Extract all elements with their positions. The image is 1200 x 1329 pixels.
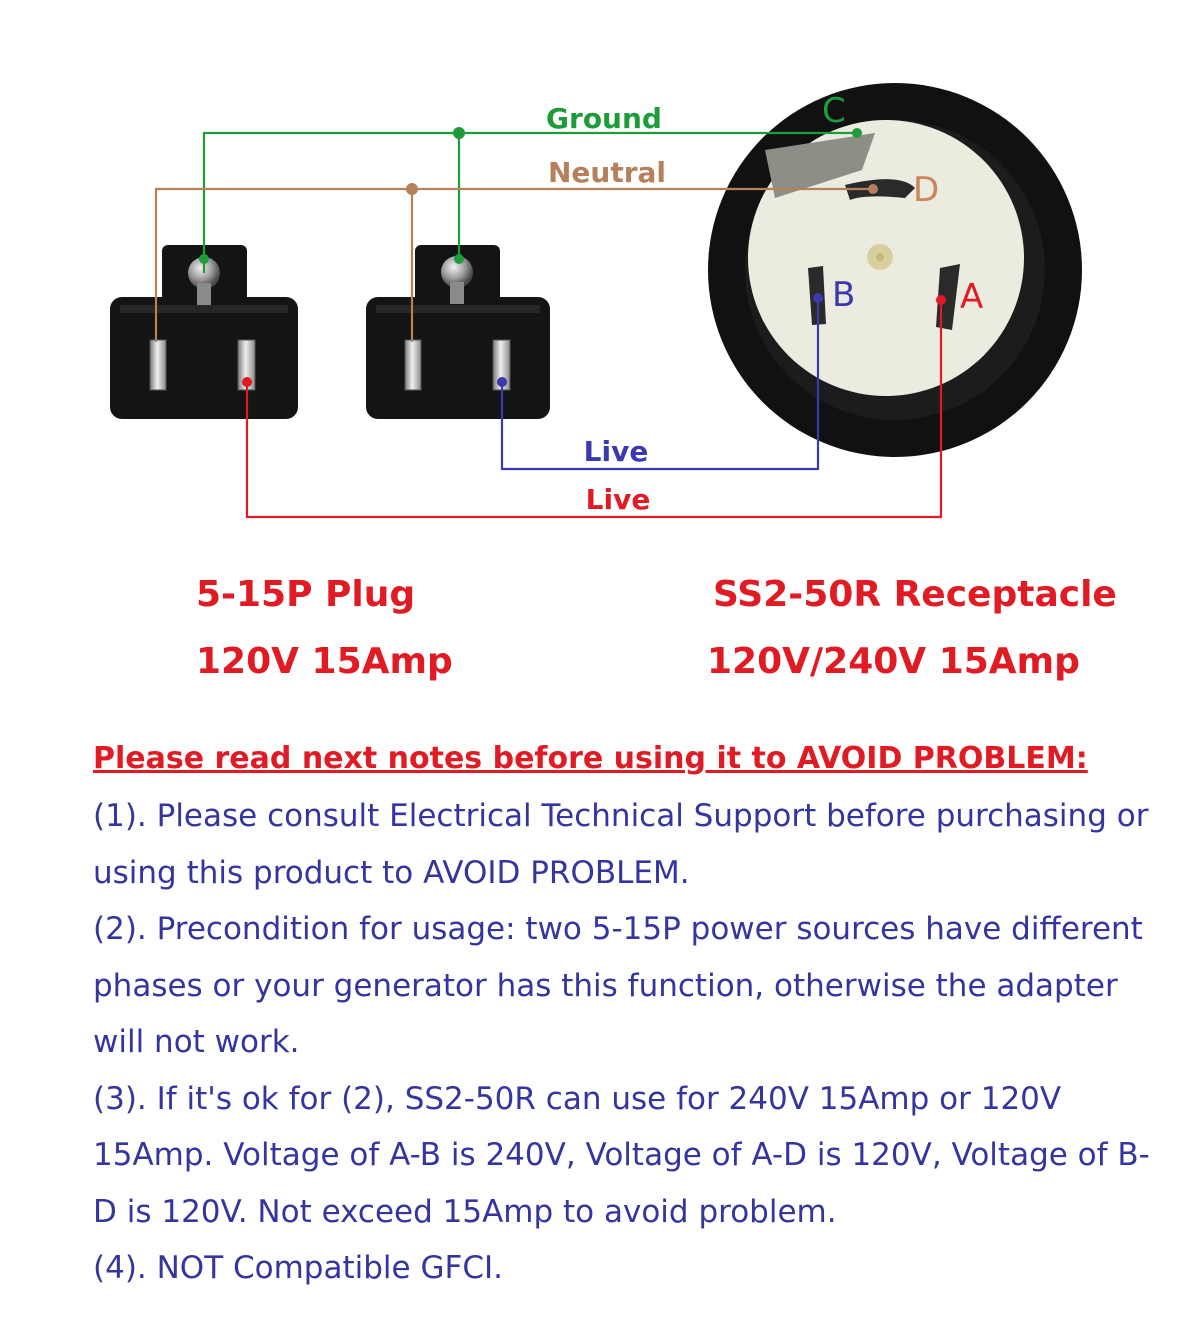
live-red-dot [242,377,252,387]
notes-heading: Please read next notes before using it t… [93,741,1088,776]
plug-left-neutral-blade [149,339,167,391]
live-blue-dot [497,377,507,387]
live-red-label: Live [586,483,651,516]
note-item-3: (3). If it's ok for (2), SS2-50R can use… [93,1080,1150,1230]
plug-name: 5-15P Plug [196,574,416,615]
ground-dot [852,128,862,138]
ground-wire [202,131,857,273]
ground-label: Ground [546,102,662,135]
live-blue-dot [813,293,823,303]
plug-right-neutral-blade [404,339,422,391]
note-item-2: (2). Precondition for usage: two 5-15P p… [93,911,1143,1060]
neutral-label: Neutral [548,156,666,189]
note-item-4: (4). NOT Compatible GFCI. [93,1250,503,1286]
receptacle-rating: 120V/240V 15Amp [707,641,1080,682]
note-item-1: (1). Please consult Electrical Technical… [93,798,1149,891]
receptacle-name: SS2-50R Receptacle [713,574,1117,615]
plug-rating: 120V 15Amp [196,641,453,682]
ground-dot [454,254,464,264]
pin-c-label: C [822,91,846,131]
live-blue-label: Live [584,435,649,468]
pin-d-label: D [913,170,939,210]
plug-right-ground-screw [441,256,473,304]
live-red-dot [936,295,946,305]
usage-notes: Please read next notes before using it t… [93,736,1173,1297]
ground-dot [453,127,465,139]
neutral-wire [154,187,873,342]
neutral-dot [406,183,418,195]
pin-a-label: A [960,277,983,317]
pin-b-label: B [832,275,855,315]
neutral-dot [868,184,878,194]
live-red-wire [245,300,943,519]
wiring-diagram: Ground Neutral Live Live C D B A [110,83,1082,519]
receptacle [708,83,1082,457]
plug-right [366,245,550,419]
ground-dot [199,254,209,264]
live-blue-wire [500,298,820,471]
